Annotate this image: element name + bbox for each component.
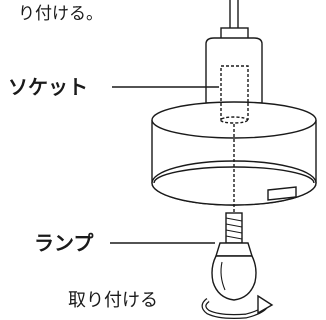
socket-body	[205, 27, 263, 128]
instruction-text: り付ける。	[18, 4, 103, 24]
lamp-shade	[151, 101, 317, 206]
lamp-bulb	[211, 212, 257, 301]
lamp-label: ランプ	[34, 231, 94, 255]
socket-label: ソケット	[8, 75, 88, 99]
attach-label: 取り付ける	[68, 290, 158, 311]
cord	[229, 0, 239, 30]
rotate-arrow-icon	[201, 294, 274, 319]
